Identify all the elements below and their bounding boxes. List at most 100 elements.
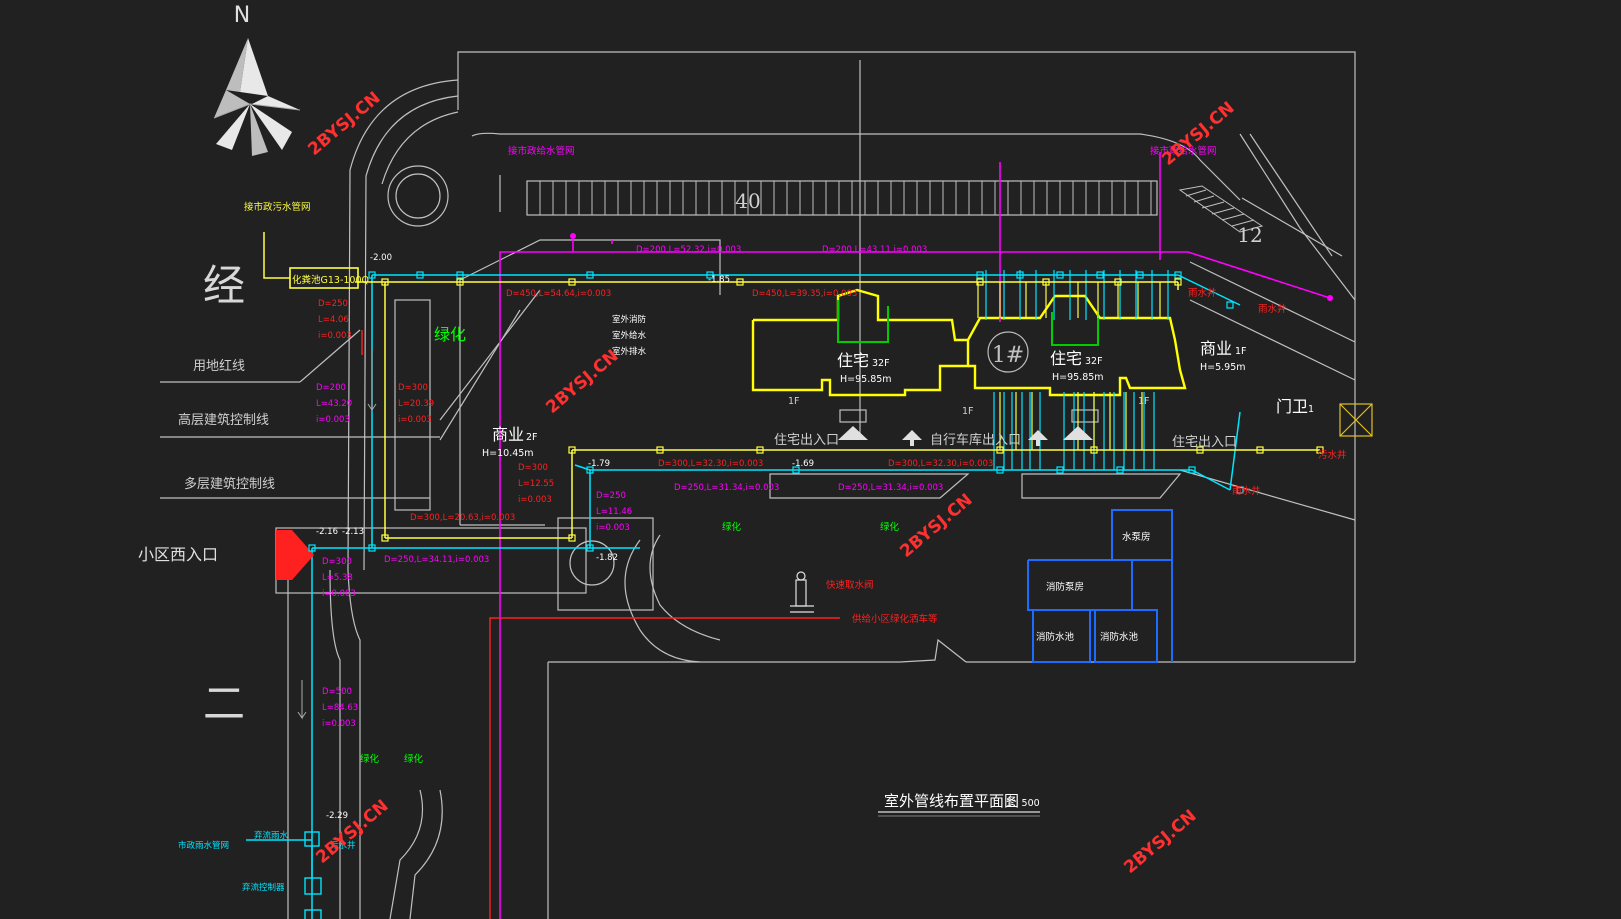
v1-i: i=0.003 (318, 331, 352, 341)
v7-i: i=0.003 (322, 719, 356, 729)
septic-label: 化粪池G13-100Q (292, 274, 369, 286)
rain-node (996, 466, 1004, 474)
water-supply-connection-1: 接市政给水管网 (508, 145, 575, 157)
elev-8: -2.29 (326, 811, 348, 821)
rain-node (976, 271, 984, 279)
biz-west-floors: 2F (526, 432, 538, 443)
v1-d: D=250 (318, 299, 348, 309)
v2-i: i=0.003 (316, 415, 350, 425)
rain-node (1188, 466, 1196, 474)
v6-d: D=300 (322, 557, 352, 567)
parking-count-east: 12 (1237, 223, 1262, 247)
sewage-node (568, 278, 576, 286)
rain-node (1056, 466, 1064, 474)
elev-2: -1.85 (708, 275, 730, 285)
sewage-node (456, 278, 464, 286)
green-label-2: 绿化 (722, 521, 742, 533)
podium-1f-a: 1F (788, 396, 800, 407)
pipe-label-8: D=250,L=31.34,i=0.003 (838, 483, 943, 493)
rain-node (368, 271, 376, 279)
pipe-label-5: D=300,L=32.30,i=0.003 (658, 459, 763, 469)
parking-stalls (539, 181, 1152, 215)
sewage-node (736, 278, 744, 286)
parking-stalls-east (1178, 185, 1264, 233)
rain-node (1096, 271, 1104, 279)
road-label-jing: 经 (203, 261, 245, 310)
v3-i: i=0.003 (398, 415, 432, 425)
v4-d: D=300 (518, 463, 548, 473)
pipe-label-7: D=300,L=32.30,i=0.003 (888, 459, 993, 469)
sewage-node (976, 278, 984, 286)
green-label-5: 绿化 (404, 753, 424, 765)
v3-l: L=20.39 (398, 399, 434, 409)
res-entrance-2-arrow-icon (1063, 426, 1093, 440)
rain-node (308, 544, 316, 552)
v7-l: L=84.63 (322, 703, 358, 713)
green-label-1: 绿化 (434, 325, 466, 344)
elev-7: -2.13 (342, 527, 364, 537)
sewage-node (568, 534, 576, 542)
pipe-nodes (308, 271, 1324, 552)
rain-node (1236, 486, 1244, 494)
pipe-label-10: D=250,L=34.11,i=0.003 (384, 555, 489, 565)
res-entrance-1-label: 住宅出入口 (774, 433, 839, 448)
municipal-rain-label: 市政雨水管网 (178, 840, 229, 851)
rain-node (368, 544, 376, 552)
elev-5: -1.82 (596, 553, 618, 563)
vertical-pipe-labels: D=250 L=4.06 i=0.003 D=200 L=43.20 i=0.0… (316, 299, 632, 729)
b2-floors: 32F (1085, 356, 1103, 367)
high-rise-line-label: 高层建筑控制线 (178, 412, 269, 428)
pump-room-label: 水泵房 (1122, 531, 1151, 543)
west-entrance-label: 小区西入口 (138, 545, 218, 564)
rain-well-label-1: 雨水井 (1188, 287, 1217, 299)
rain-well-label-3: 雨水井 (1232, 485, 1261, 497)
drawing-title: 室外管线布置平面图 (884, 792, 1019, 810)
west-entrance-arrow-icon (276, 530, 314, 580)
v6-i: i=0.003 (322, 589, 356, 599)
water-supply-connection-2: 接市政给水管网 (1150, 145, 1217, 157)
green-label-4: 绿化 (360, 753, 380, 765)
podium-1f-b: 1F (962, 406, 974, 417)
rain-node (1174, 271, 1182, 279)
b2-name: 住宅 (1050, 349, 1082, 368)
legend-small-a: 室外消防 (612, 314, 647, 325)
sewage-well-label: 污水井 (1318, 449, 1347, 461)
b2-elevation: H=95.85m (1052, 372, 1104, 383)
rain-node (456, 271, 464, 279)
elev-3: -1.79 (588, 459, 610, 469)
legend-small-b: 室外给水 (612, 330, 647, 341)
guard-label: 门卫 (1276, 397, 1308, 416)
legend-small-c: 室外排水 (612, 346, 647, 357)
green-label-3: 绿化 (880, 521, 900, 533)
v4-i: i=0.003 (518, 495, 552, 505)
b1-name: 住宅 (837, 351, 869, 370)
b1-floors: 32F (872, 358, 890, 369)
sewage-risers (977, 282, 1161, 450)
sewage-node (656, 446, 664, 454)
elev-1: -2.00 (370, 253, 392, 263)
pump-rooms (1027, 509, 1173, 663)
sewage-node (756, 446, 764, 454)
core-outlines (837, 300, 1099, 346)
rain-node (1016, 271, 1024, 279)
entrance-arrows (838, 426, 1093, 446)
fire-pool-1-label: 消防水池 (1036, 631, 1075, 643)
sewage-node (1316, 446, 1324, 454)
rain-node (1226, 301, 1234, 309)
fire-pump-room-label: 消防泵房 (1046, 581, 1084, 593)
guard-floor: 1 (1308, 404, 1314, 415)
sewage-node (996, 446, 1004, 454)
residential-buildings (751, 288, 1187, 397)
site-outline (160, 51, 1373, 919)
fire-hydrant-label: 快速取水阀 (826, 579, 874, 591)
red-line-label: 用地红线 (193, 358, 245, 374)
green-supply-label: 供给小区绿化洒车等 (852, 613, 938, 625)
pipe-label-2: D=200,L=43.11,i=0.003 (822, 245, 927, 255)
building-number: 1# (992, 343, 1024, 368)
v1-l: L=4.06 (318, 315, 349, 325)
v2-d: D=200 (316, 383, 346, 393)
elev-4: -1.69 (792, 459, 814, 469)
drawing-scale: 1：500 (1006, 798, 1040, 809)
biz-east-name: 商业 (1200, 339, 1232, 358)
